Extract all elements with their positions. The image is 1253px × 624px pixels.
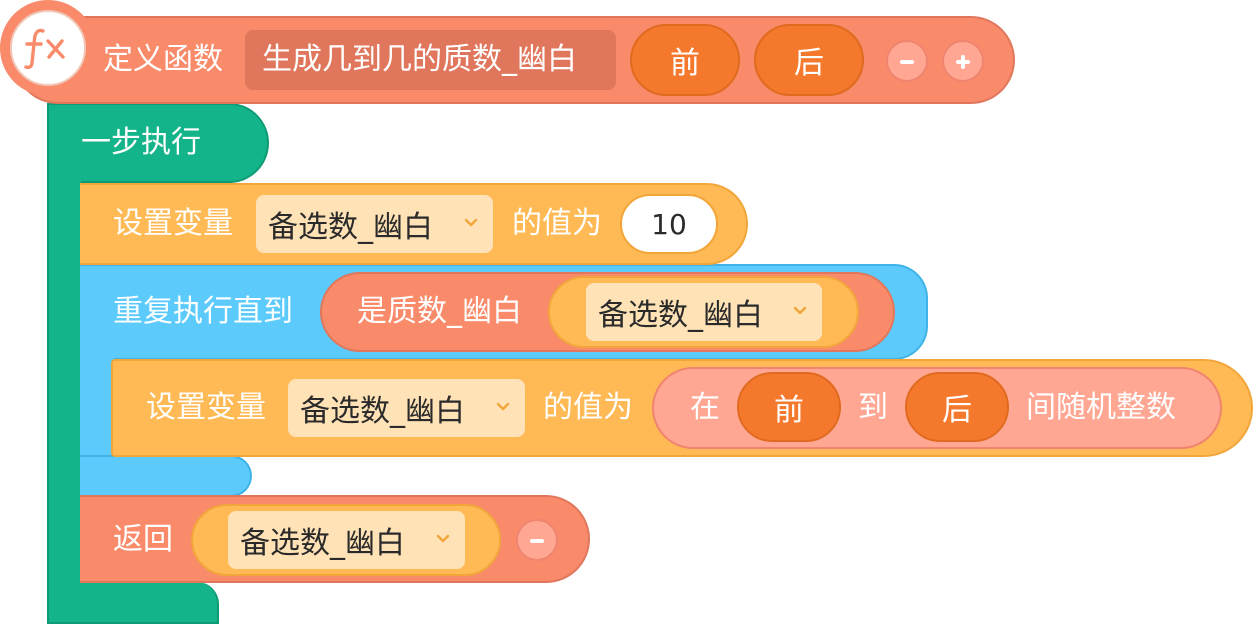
return-variable-dropdown[interactable]: 备选数_幽白 <box>228 511 465 569</box>
is-prime-variable-dropdown[interactable]: 备选数_幽白 <box>586 283 822 341</box>
is-prime-variable-value: 备选数_幽白 <box>598 298 763 333</box>
return-label: 返回 <box>113 522 173 557</box>
function-param-1-value: 前 <box>670 46 700 81</box>
function-param-1[interactable]: 前 <box>630 24 740 96</box>
chevron-down-icon <box>464 218 478 227</box>
set-variable-1-value: 备选数_幽白 <box>268 210 433 245</box>
set-variable-2-label: 设置变量 <box>146 390 266 425</box>
function-define-label: 定义函数 <box>103 42 223 77</box>
function-param-2[interactable]: 后 <box>754 24 864 96</box>
set-variable-1-label: 设置变量 <box>113 206 233 241</box>
function-name-value: 生成几到几的质数_幽白 <box>262 42 577 77</box>
fx-glyph-icon <box>24 28 65 70</box>
return-variable-value: 备选数_幽白 <box>240 526 405 561</box>
return-remove-button[interactable] <box>516 519 558 561</box>
random-from-param[interactable]: 前 <box>737 372 841 442</box>
step-block-label: 一步执行 <box>81 125 201 160</box>
random-to-label: 到 <box>858 390 888 425</box>
remove-param-button[interactable] <box>886 40 928 82</box>
set-variable-1-value-label: 的值为 <box>512 206 602 241</box>
function-name-input[interactable]: 生成几到几的质数_幽白 <box>245 30 616 90</box>
repeat-until-footer <box>80 455 252 497</box>
repeat-until-label: 重复执行直到 <box>113 294 293 329</box>
set-variable-2-value: 备选数_幽白 <box>300 394 465 429</box>
chevron-down-icon <box>496 402 510 411</box>
random-suffix-label: 间随机整数 <box>1026 390 1176 425</box>
set-variable-1-dropdown[interactable]: 备选数_幽白 <box>256 195 493 253</box>
add-param-button[interactable] <box>942 40 984 82</box>
repeat-until-arm <box>80 350 114 460</box>
set-variable-1-number: 10 <box>651 207 687 241</box>
step-block-arm <box>47 170 81 624</box>
function-param-2-value: 后 <box>794 46 824 81</box>
random-from-label: 在 <box>690 390 720 425</box>
step-block[interactable] <box>47 103 269 183</box>
chevron-down-icon <box>793 306 807 315</box>
is-prime-label: 是质数_幽白 <box>357 294 522 329</box>
random-from-value: 前 <box>774 393 804 428</box>
random-to-value: 后 <box>942 393 972 428</box>
set-variable-2-dropdown[interactable]: 备选数_幽白 <box>288 379 525 437</box>
random-to-param[interactable]: 后 <box>905 372 1009 442</box>
fx-icon <box>10 10 86 86</box>
step-block-footer <box>47 582 219 624</box>
chevron-down-icon <box>436 534 450 543</box>
set-variable-2-value-label: 的值为 <box>543 390 633 425</box>
function-icon-badge <box>0 0 96 96</box>
set-variable-1-value-input[interactable]: 10 <box>620 194 718 254</box>
